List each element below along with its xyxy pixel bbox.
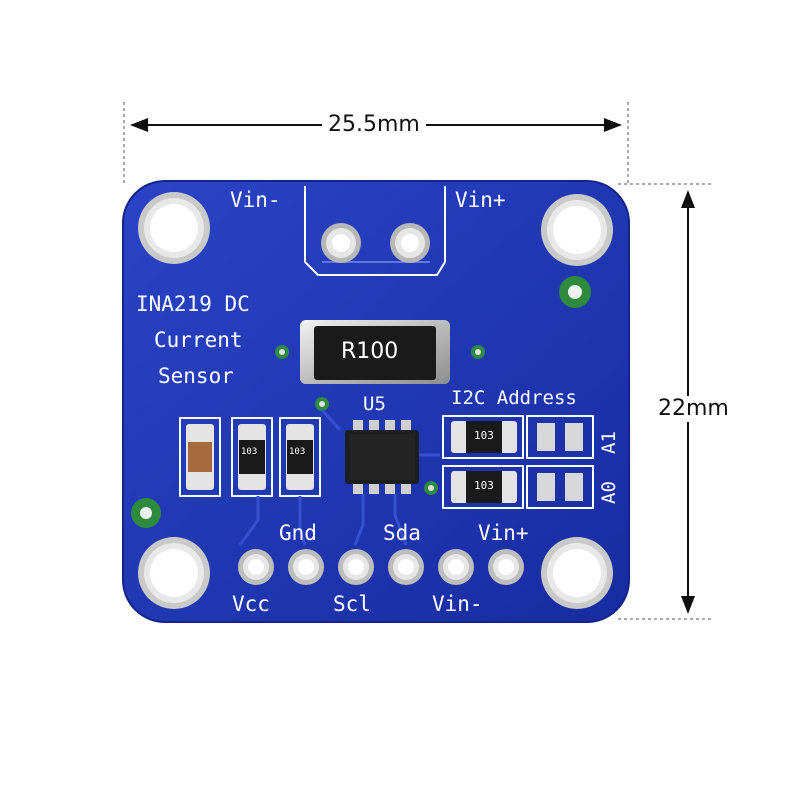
jumper-label-a0: A0 [598, 481, 620, 504]
address-resistor-marking-a1: 103 [474, 429, 494, 442]
address-resistor-a0 [442, 465, 524, 509]
pcb-traces [238, 408, 440, 546]
pin-label-gnd: Gnd [279, 521, 317, 545]
height-dimension-label: 22mm [654, 396, 733, 422]
address-resistor-marking-a0: 103 [474, 479, 494, 492]
header-pin-row [238, 549, 524, 585]
pin-label-scl: Scl [333, 592, 371, 616]
smd-resistor-2 [279, 417, 321, 497]
resistor-marking-1: 103 [241, 447, 258, 457]
i2c-address-label: I2C Address [451, 387, 577, 409]
pin-label-vin-minus: Vin- [432, 592, 483, 616]
mounting-hole-top-right [541, 194, 613, 266]
terminal-block-footprint [304, 186, 446, 276]
resistor-marking-2: 103 [289, 447, 306, 457]
board-title-line-2: Current [154, 328, 243, 352]
shunt-resistor [300, 320, 450, 384]
terminal-label-vin-plus: Vin+ [455, 188, 506, 212]
via-left [131, 498, 161, 528]
jumper-pads-a0 [526, 465, 594, 509]
smd-resistor-1 [231, 417, 273, 497]
via-top-right [559, 276, 591, 308]
smd-capacitor [179, 417, 221, 497]
chip-designator: U5 [363, 393, 386, 415]
mounting-hole-top-left [138, 192, 210, 264]
via-small [275, 345, 485, 495]
mounting-hole-bottom-right [541, 537, 613, 609]
jumper-label-a1: A1 [598, 431, 620, 454]
pin-label-vcc: Vcc [232, 592, 270, 616]
shunt-resistor-marking: R100 [341, 339, 399, 364]
board-title-line-3: Sensor [158, 364, 234, 388]
width-dimension-label: 25.5mm [322, 112, 426, 138]
jumper-pads-a1 [526, 415, 594, 459]
pin-label-sda: Sda [383, 521, 421, 545]
ina219-chip [345, 420, 419, 494]
address-resistor-a1 [442, 415, 524, 459]
board-title-line-1: INA219 DC [136, 292, 250, 316]
mounting-hole-bottom-left [138, 537, 210, 609]
pin-label-vin-plus: Vin+ [478, 521, 529, 545]
terminal-label-vin-minus: Vin- [230, 188, 281, 212]
pcb-board [122, 180, 630, 623]
